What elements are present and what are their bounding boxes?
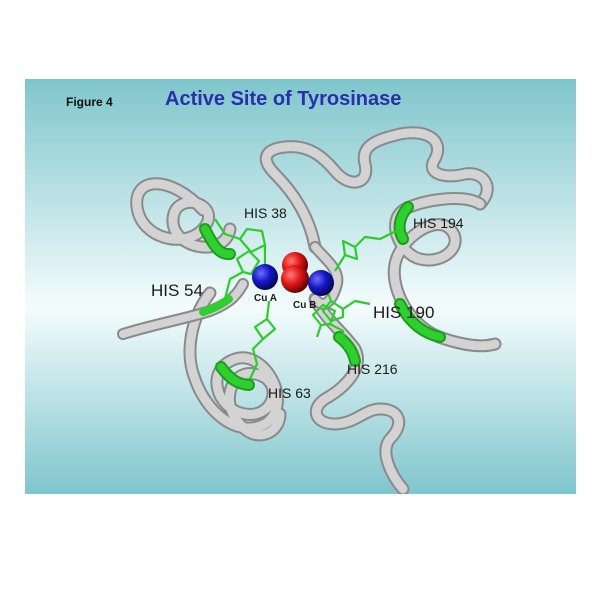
figure-title: Active Site of Tyrosinase xyxy=(165,88,402,110)
figure-panel: Figure 4 Active Site of Tyrosinase HIS 3… xyxy=(25,79,576,494)
figure-label: Figure 4 xyxy=(66,95,113,109)
strand-left-tail xyxy=(117,278,249,340)
his-216-sidechain xyxy=(311,303,347,350)
cu-a-atom xyxy=(252,264,278,290)
loop-top xyxy=(259,126,494,254)
label-his-190: HIS 190 xyxy=(373,303,435,322)
protein-backbone xyxy=(117,126,502,494)
oxygen-atom-bottom xyxy=(281,265,309,293)
helix-left-lower xyxy=(183,286,287,442)
cu-b-atom xyxy=(308,270,334,296)
label-cu-b: Cu B xyxy=(293,300,317,311)
label-his-38: HIS 38 xyxy=(244,205,287,221)
label-cu-a: Cu A xyxy=(254,293,277,304)
label-his-54: HIS 54 xyxy=(151,281,203,300)
helix-right xyxy=(387,192,502,353)
label-his-194: HIS 194 xyxy=(413,215,464,231)
strand-bottom-right xyxy=(308,292,410,494)
his-63-sidechain xyxy=(249,300,277,380)
structure-diagram xyxy=(25,79,576,494)
label-his-216: HIS 216 xyxy=(347,361,398,377)
strand-center xyxy=(309,241,344,310)
active-site-atoms xyxy=(252,252,334,296)
label-his-63: HIS 63 xyxy=(268,385,311,401)
helix-left-upper xyxy=(130,177,237,261)
his-194-sidechain xyxy=(334,228,401,272)
